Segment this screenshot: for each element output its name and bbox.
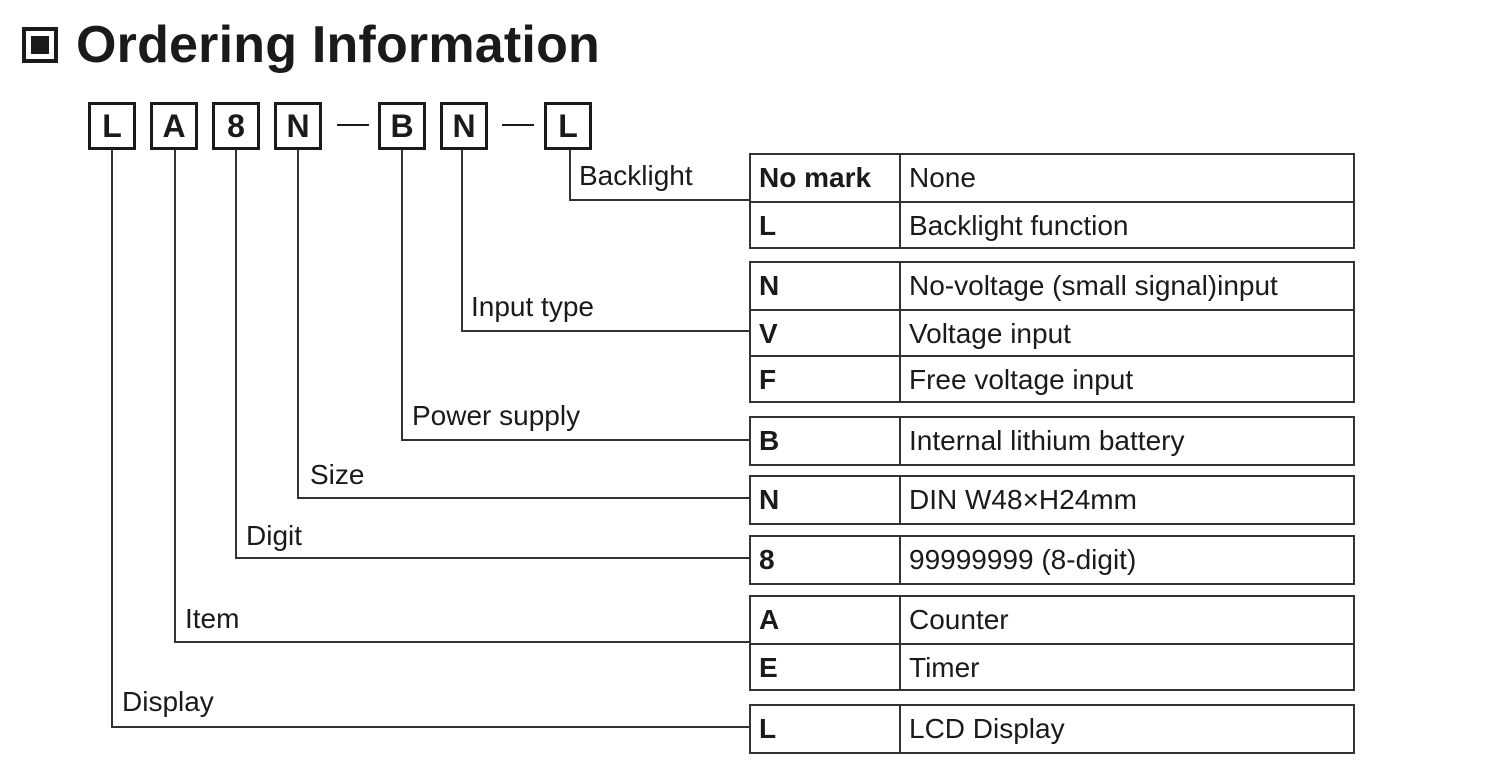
code-char-backlight: L	[544, 102, 592, 150]
options-table-input-type: N No-voltage (small signal)input V Volta…	[749, 261, 1355, 403]
section-heading: Ordering Information	[22, 14, 600, 76]
option-code: N	[751, 477, 901, 523]
option-code: E	[751, 645, 901, 689]
leader-line-size	[297, 150, 749, 499]
table-row: N DIN W48×H24mm	[751, 477, 1353, 523]
table-row: L LCD Display	[751, 706, 1353, 752]
table-row: L Backlight function	[751, 201, 1353, 247]
option-code: N	[751, 263, 901, 309]
leader-line-item	[174, 150, 749, 643]
code-char-size: N	[274, 102, 322, 150]
code-char-input-type: N	[440, 102, 488, 150]
option-description: No-voltage (small signal)input	[909, 270, 1278, 301]
option-description: Free voltage input	[909, 364, 1134, 395]
option-description: DIN W48×H24mm	[909, 484, 1137, 515]
segment-label-power-supply: Power supply	[412, 400, 581, 431]
table-row: No mark None	[751, 155, 1353, 201]
options-table-digit: 8 99999999 (8-digit)	[749, 535, 1355, 585]
option-description: Counter	[909, 604, 1009, 635]
code-char-display: L	[88, 102, 136, 150]
option-description: Backlight function	[909, 210, 1129, 241]
option-code: 8	[751, 537, 901, 583]
square-bullet-icon	[22, 27, 58, 63]
option-code: A	[751, 597, 901, 643]
options-table-display: L LCD Display	[749, 704, 1355, 754]
option-code: F	[751, 357, 901, 401]
leader-line-power-supply	[401, 150, 749, 441]
options-table-item: A Counter E Timer	[749, 595, 1355, 691]
page-title: Ordering Information	[76, 16, 600, 74]
leader-line-display	[111, 150, 749, 728]
code-separator	[337, 124, 369, 126]
segment-label-input-type: Input type	[471, 291, 594, 322]
table-row: B Internal lithium battery	[751, 418, 1353, 464]
option-code: No mark	[751, 155, 901, 201]
option-code: L	[751, 706, 901, 752]
table-row: 8 99999999 (8-digit)	[751, 537, 1353, 583]
option-code: L	[751, 203, 901, 247]
option-description: Timer	[909, 652, 980, 683]
option-code: V	[751, 311, 901, 355]
leader-line-digit	[235, 150, 749, 559]
table-row: E Timer	[751, 643, 1353, 689]
code-char-item: A	[150, 102, 198, 150]
segment-label-display: Display	[122, 686, 214, 717]
segment-label-item: Item	[185, 603, 240, 634]
segment-label-digit: Digit	[246, 520, 303, 551]
option-description: 99999999 (8-digit)	[909, 544, 1137, 575]
option-description: Voltage input	[909, 318, 1071, 349]
leader-line-backlight	[569, 150, 749, 201]
option-description: LCD Display	[909, 713, 1065, 744]
segment-label-backlight: Backlight	[579, 160, 693, 191]
option-code: B	[751, 418, 901, 464]
leader-line-input-type	[461, 150, 749, 332]
table-row: A Counter	[751, 597, 1353, 643]
option-description: None	[909, 162, 976, 193]
table-row: V Voltage input	[751, 309, 1353, 355]
code-separator	[502, 124, 534, 126]
options-table-power-supply: B Internal lithium battery	[749, 416, 1355, 466]
table-row: N No-voltage (small signal)input	[751, 263, 1353, 309]
options-table-size: N DIN W48×H24mm	[749, 475, 1355, 525]
segment-label-size: Size	[310, 459, 365, 490]
code-char-power-supply: B	[378, 102, 426, 150]
option-description: Internal lithium battery	[909, 425, 1185, 456]
table-row: F Free voltage input	[751, 355, 1353, 401]
code-char-digit: 8	[212, 102, 260, 150]
options-table-backlight: No mark None L Backlight function	[749, 153, 1355, 249]
